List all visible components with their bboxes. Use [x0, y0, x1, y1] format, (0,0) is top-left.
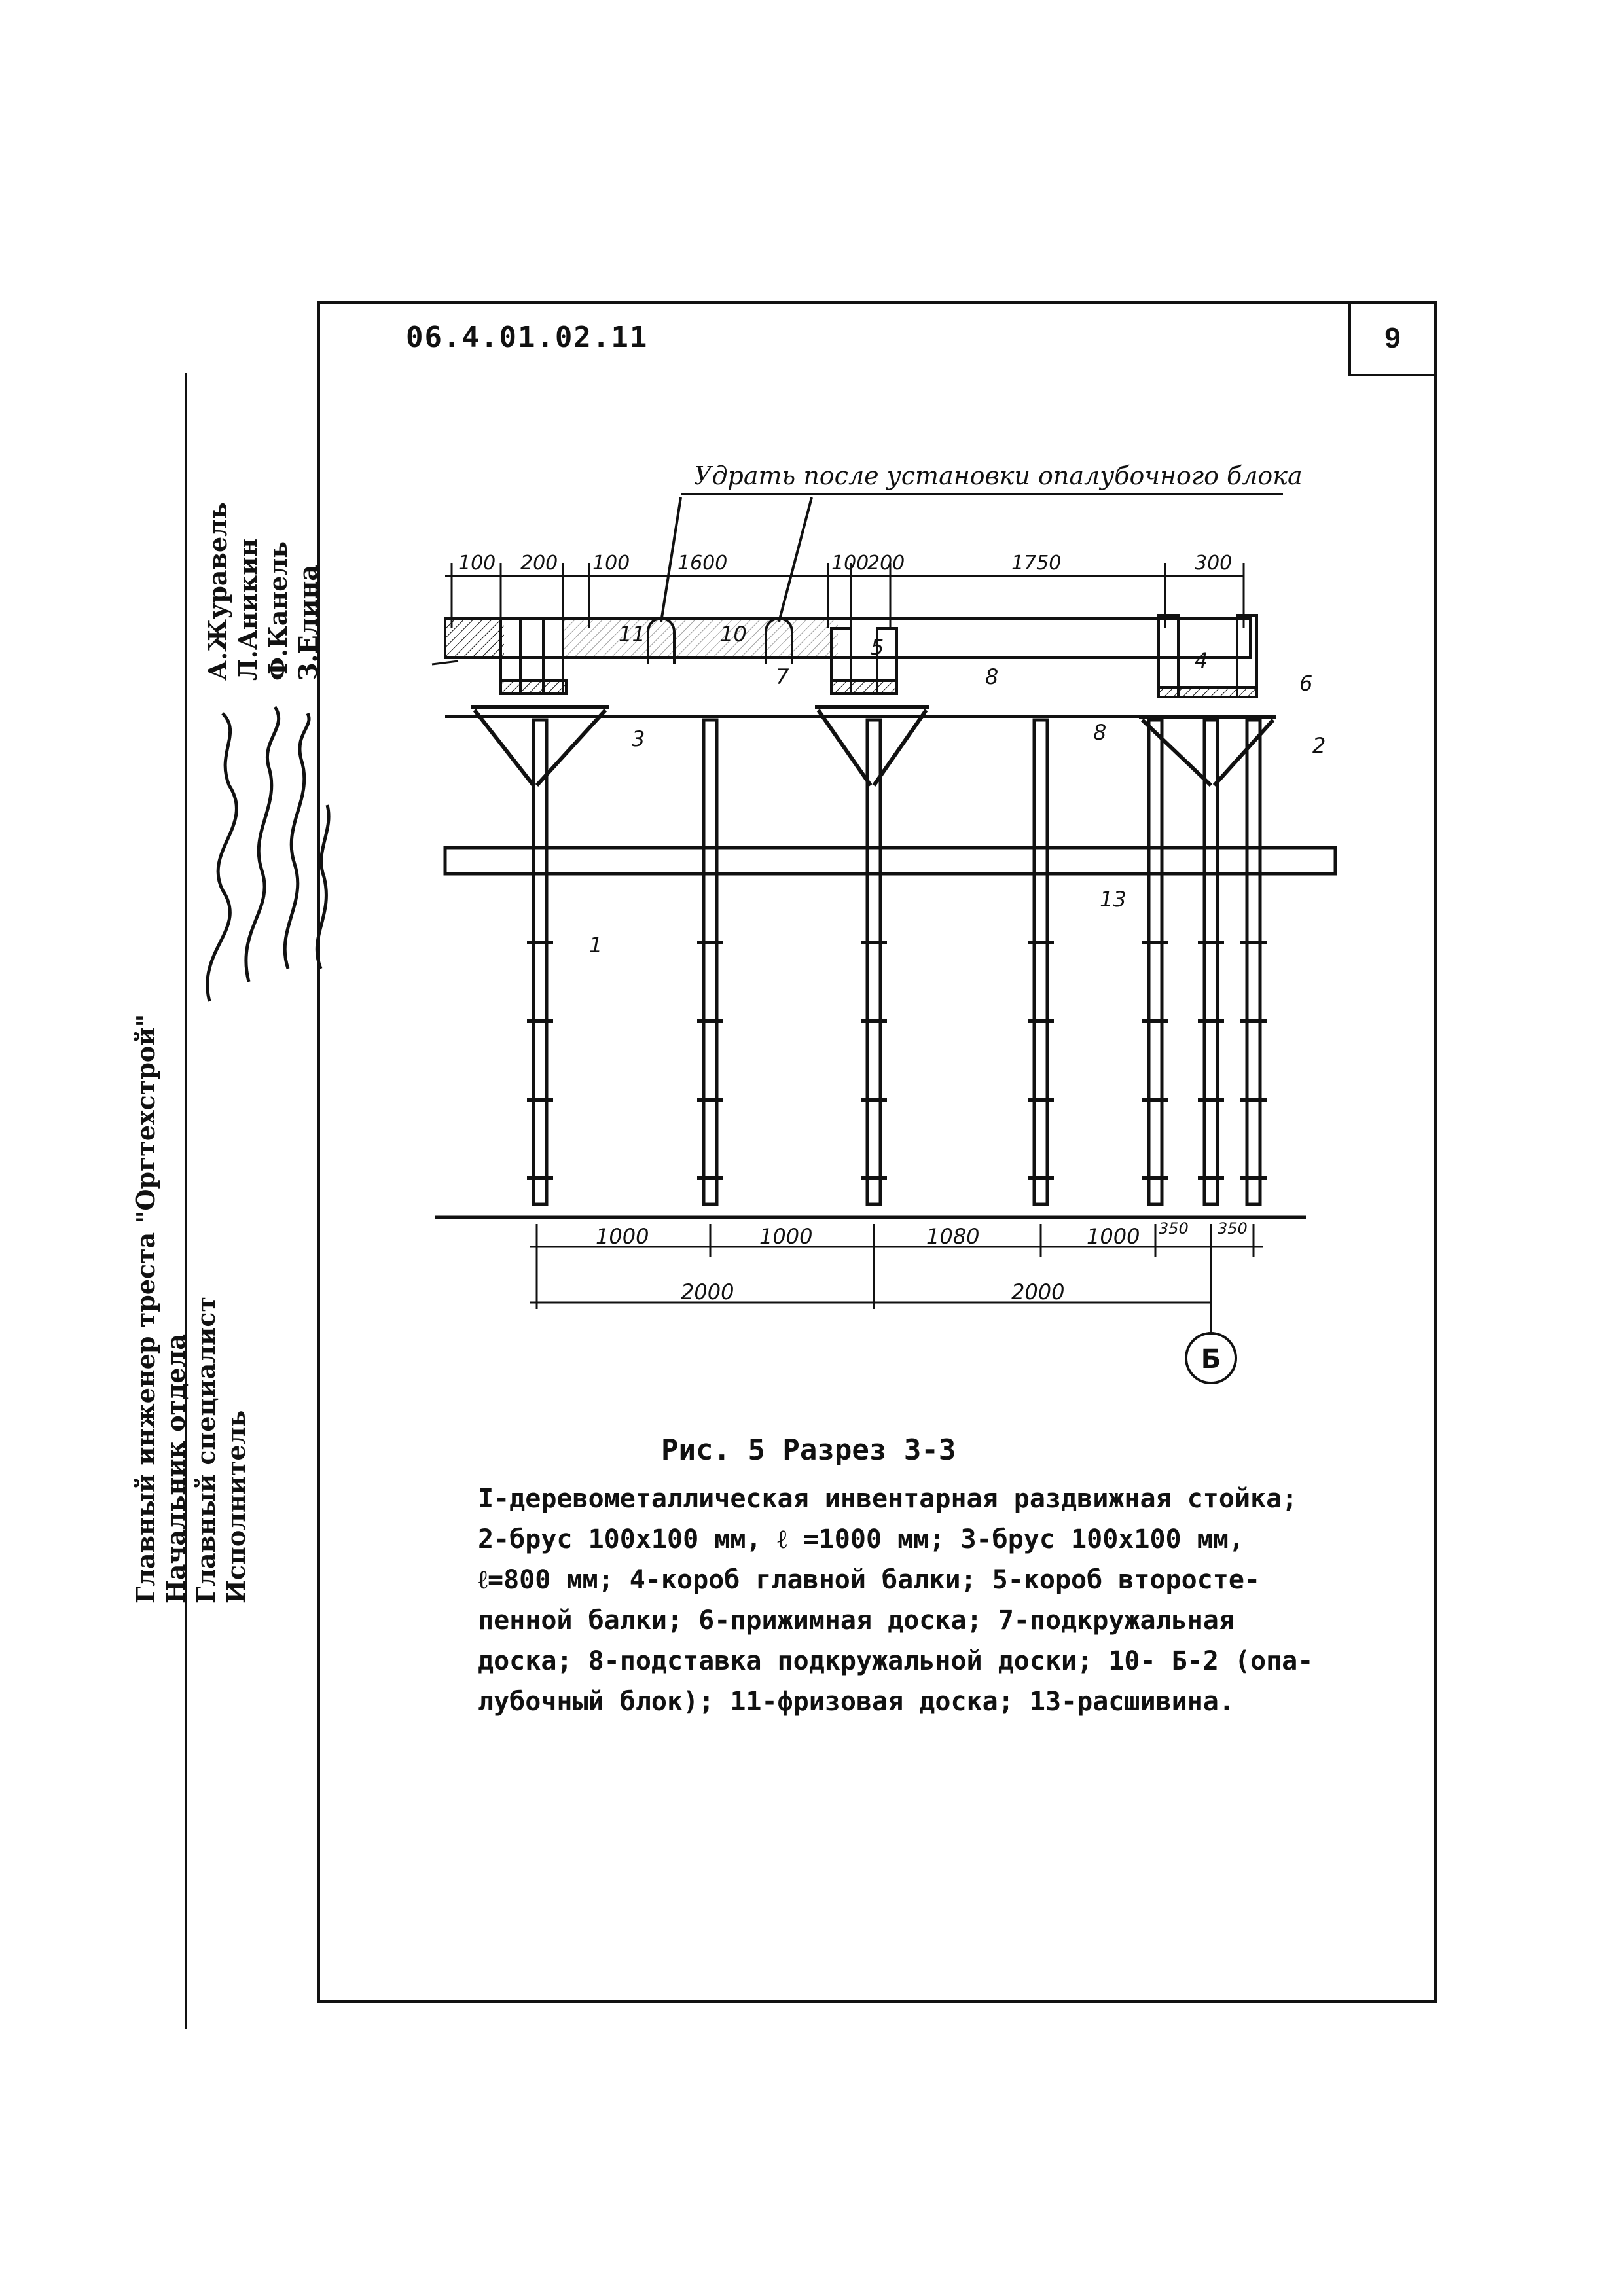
support-brackets [471, 705, 1276, 787]
top-dim-1: 200 [520, 552, 558, 575]
callout-1: 1 [589, 933, 602, 958]
bottom-dim-4: 350 [1159, 1219, 1189, 1238]
callout-8b: 8 [1093, 720, 1106, 745]
top-dim-4: 100 [831, 552, 869, 575]
sheet-number: 9 [1384, 322, 1401, 354]
bottom-dim-2: 1080 [926, 1224, 979, 1249]
document-code: 06.4.01.02.11 [406, 321, 649, 354]
caption-line-1: I-деревометаллическая инвентарная раздви… [478, 1484, 1298, 1514]
bottom-dim-0: 1000 [596, 1224, 649, 1249]
telescopic-posts [532, 718, 1262, 1206]
caption-title: Рис. 5 Разрез 3-3 [661, 1433, 956, 1467]
top-dim-7: 300 [1195, 552, 1232, 575]
top-dim-6: 1750 [1011, 552, 1061, 575]
sheet-number-box: 9 [1348, 301, 1437, 376]
drawing-frame [317, 301, 1437, 2003]
top-dim-3: 1600 [677, 552, 727, 575]
caption-line-5: доска; 8-подставка подкружальной доски; … [478, 1646, 1314, 1676]
left-border-line [185, 373, 187, 2029]
bottom-dim-total-1: 2000 [1011, 1280, 1064, 1304]
top-dim-5: 200 [867, 552, 905, 575]
top-dim-2: 100 [592, 552, 630, 575]
bottom-dim-3: 1000 [1087, 1224, 1140, 1249]
lifting-hooks [647, 497, 813, 664]
signature-scribbles [206, 706, 331, 1002]
bottom-dim-5: 350 [1218, 1219, 1248, 1238]
caption-line-2: 2-брус 100x100 мм, ℓ =1000 мм; 3-брус 10… [478, 1524, 1244, 1554]
axis-marker [1185, 1332, 1237, 1384]
note-remove-after: Удрать после установки опалубочного блок… [694, 461, 1303, 490]
caption-line-4: пенной балки; 6-прижимная доска; 7-подкр… [478, 1605, 1235, 1636]
callout-10: 10 [720, 622, 747, 647]
bottom-dim-total-0: 2000 [681, 1280, 734, 1304]
callout-7: 7 [776, 664, 789, 689]
figure-caption: Рис. 5 Разрез 3-3 I-деревометаллическая … [478, 1433, 1407, 1722]
post-rings [527, 941, 1267, 1180]
callout-2: 2 [1312, 733, 1326, 758]
callout-5: 5 [871, 635, 884, 660]
callout-13: 13 [1100, 887, 1127, 912]
callout-8a: 8 [985, 664, 998, 689]
callout-11: 11 [619, 622, 645, 647]
caption-line-6: лубочный блок); 11-фризовая доска; 13-ра… [478, 1687, 1235, 1717]
beam-boxes [499, 614, 1258, 698]
axis-label: Б [1201, 1344, 1221, 1374]
caption-line-3: ℓ=800 мм; 4-короб главной балки; 5-короб… [478, 1565, 1261, 1595]
top-dim-0: 100 [458, 552, 496, 575]
bottom-dim-1: 1000 [759, 1224, 812, 1249]
callout-3: 3 [632, 726, 645, 751]
callout-4: 4 [1195, 648, 1208, 673]
callout-6: 6 [1299, 671, 1312, 696]
horizontal-brace [443, 846, 1337, 876]
